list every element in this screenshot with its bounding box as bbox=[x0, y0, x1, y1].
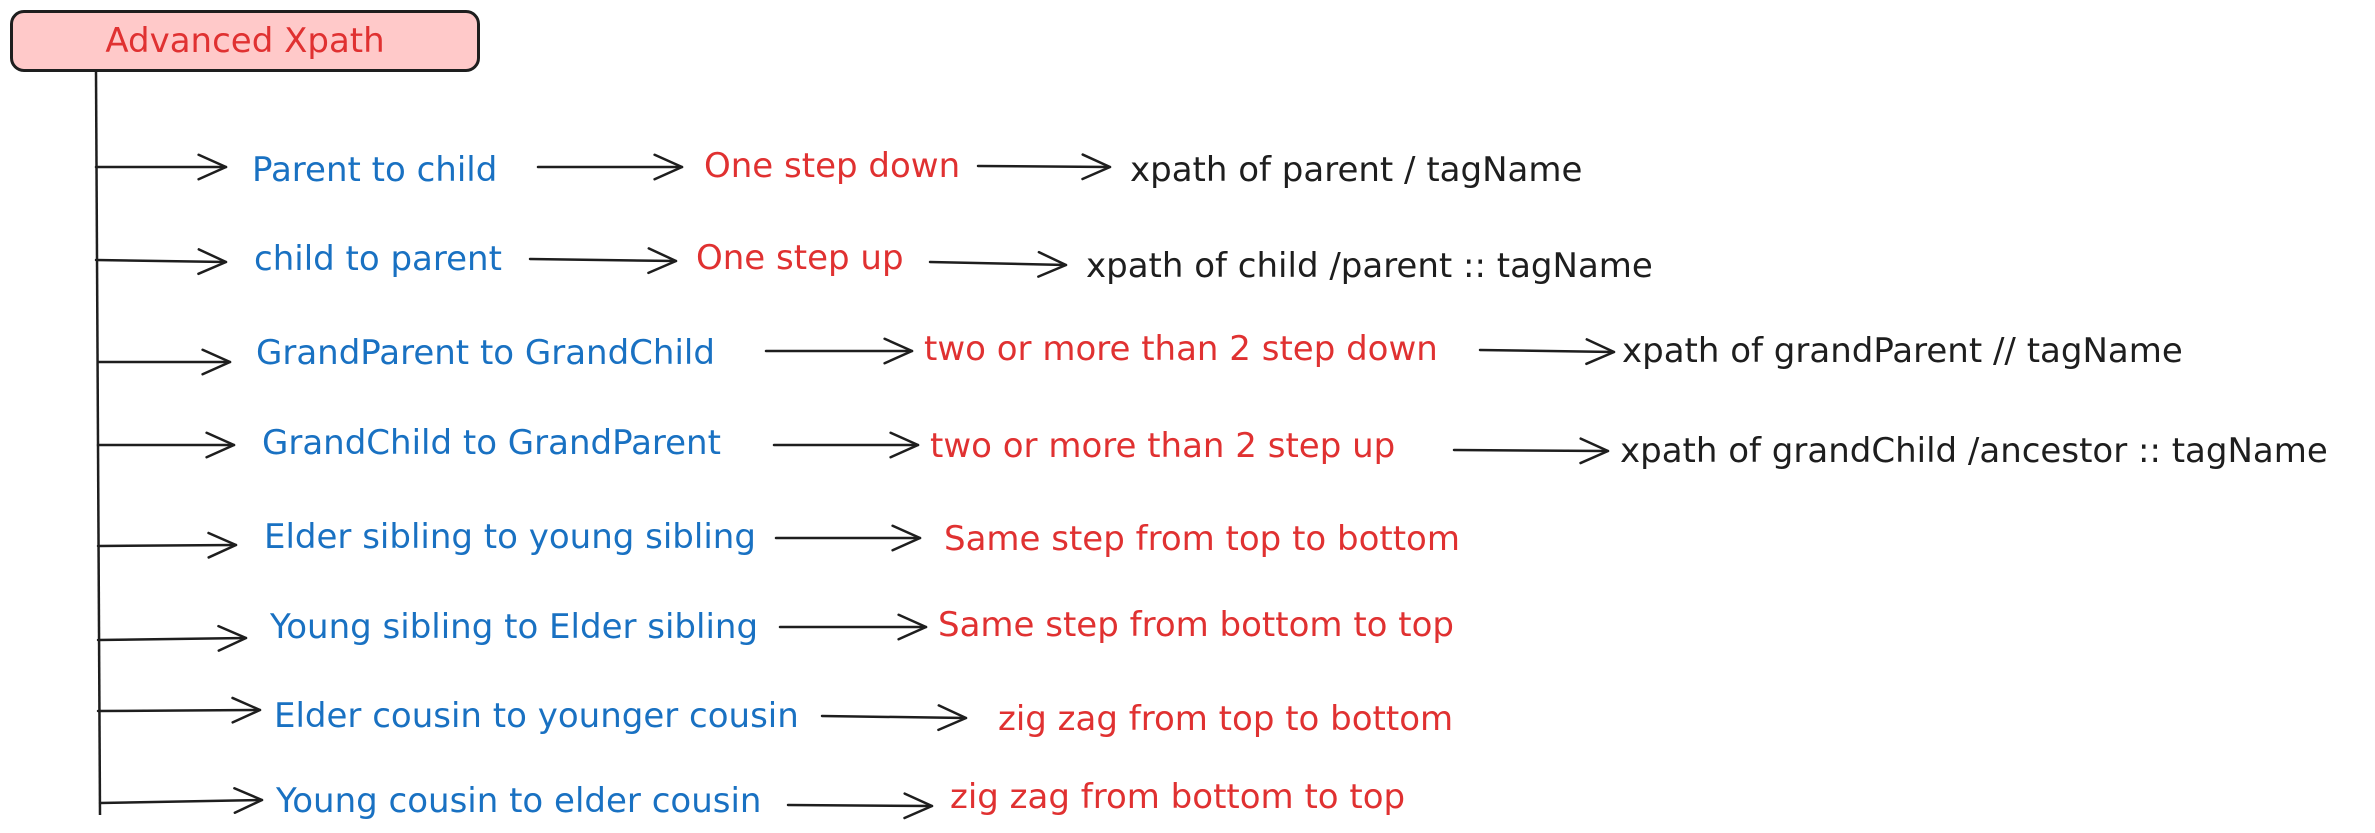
arrow-head bbox=[647, 247, 678, 275]
arrow-head bbox=[903, 792, 934, 820]
arrow-connector bbox=[528, 247, 678, 275]
relation-label-young-to-elder-sibling: Young sibling to Elder sibling bbox=[270, 607, 759, 647]
arrow-connector bbox=[774, 524, 922, 552]
arrow-head bbox=[207, 531, 238, 559]
relation-label-child-to-parent: child to parent bbox=[254, 239, 502, 279]
steps-label-same-step-bottom-to-top: Same step from bottom to top bbox=[938, 605, 1454, 645]
arrow-connector bbox=[94, 153, 228, 181]
relation-label-elder-to-young-sibling: Elder sibling to young sibling bbox=[264, 517, 756, 557]
arrow-head bbox=[937, 704, 968, 732]
relation-label-grandparent-to-grandchild: GrandParent to GrandChild bbox=[256, 333, 715, 373]
arrow-connector bbox=[96, 531, 238, 559]
arrow-head bbox=[889, 431, 920, 459]
syntax-label-parent-to-child: xpath of parent / tagName bbox=[1130, 150, 1583, 190]
trunk-line bbox=[94, 71, 102, 816]
relation-label-grandchild-to-grandparent: GrandChild to GrandParent bbox=[262, 423, 721, 463]
steps-label-one-step-up: One step up bbox=[696, 238, 904, 278]
arrow-connector bbox=[778, 613, 928, 641]
arrow-head bbox=[1081, 153, 1112, 181]
relation-label-parent-to-child: Parent to child bbox=[252, 150, 498, 190]
arrow-connector bbox=[786, 792, 934, 820]
steps-label-zigzag-top-to-bottom: zig zag from top to bottom bbox=[998, 699, 1454, 739]
arrow-connector bbox=[96, 431, 236, 459]
arrow-head bbox=[233, 787, 264, 814]
arrow-head bbox=[653, 153, 684, 181]
arrow-head bbox=[897, 613, 928, 641]
arrow-head bbox=[891, 524, 922, 552]
steps-label-two-steps-down: two or more than 2 step down bbox=[924, 329, 1438, 369]
steps-label-one-step-down: One step down bbox=[704, 146, 961, 186]
arrow-connector bbox=[764, 337, 914, 365]
title-box: Advanced Xpath bbox=[10, 10, 480, 72]
arrow-head bbox=[883, 337, 914, 365]
arrow-connector bbox=[976, 153, 1112, 181]
syntax-label-child-to-parent: xpath of child /parent :: tagName bbox=[1086, 246, 1653, 286]
diagram-title: Advanced Xpath bbox=[105, 21, 385, 61]
syntax-label-grandchild-to-grandparent: xpath of grandChild /ancestor :: tagName bbox=[1620, 431, 2328, 471]
arrow-connector bbox=[96, 348, 232, 376]
arrow-head bbox=[1585, 338, 1616, 366]
relation-label-young-to-elder-cousin: Young cousin to elder cousin bbox=[276, 781, 762, 821]
arrow-connector bbox=[820, 704, 968, 732]
steps-label-same-step-top-to-bottom: Same step from top to bottom bbox=[944, 519, 1460, 559]
arrow-head bbox=[217, 624, 248, 652]
arrow-connector bbox=[96, 696, 262, 724]
arrow-head bbox=[197, 153, 228, 181]
arrow-head bbox=[231, 696, 262, 724]
arrow-head bbox=[197, 248, 228, 276]
arrow-head bbox=[1579, 437, 1610, 465]
arrow-head bbox=[205, 431, 236, 459]
arrow-connector bbox=[772, 431, 920, 459]
syntax-label-grandparent-to-grandchild: xpath of grandParent // tagName bbox=[1622, 331, 2183, 371]
arrow-connector bbox=[96, 624, 248, 652]
steps-label-zigzag-bottom-to-top: zig zag from bottom to top bbox=[950, 777, 1406, 817]
steps-label-two-steps-up: two or more than 2 step up bbox=[930, 426, 1396, 466]
arrow-connector bbox=[94, 248, 228, 276]
arrow-head bbox=[201, 348, 232, 376]
arrow-connector bbox=[928, 250, 1068, 278]
arrow-head bbox=[1037, 250, 1068, 278]
arrow-connector bbox=[1452, 437, 1610, 465]
arrow-connector bbox=[98, 787, 264, 814]
arrow-connector bbox=[1478, 338, 1616, 366]
arrow-connector bbox=[536, 153, 684, 181]
relation-label-elder-to-younger-cousin: Elder cousin to younger cousin bbox=[274, 696, 799, 736]
